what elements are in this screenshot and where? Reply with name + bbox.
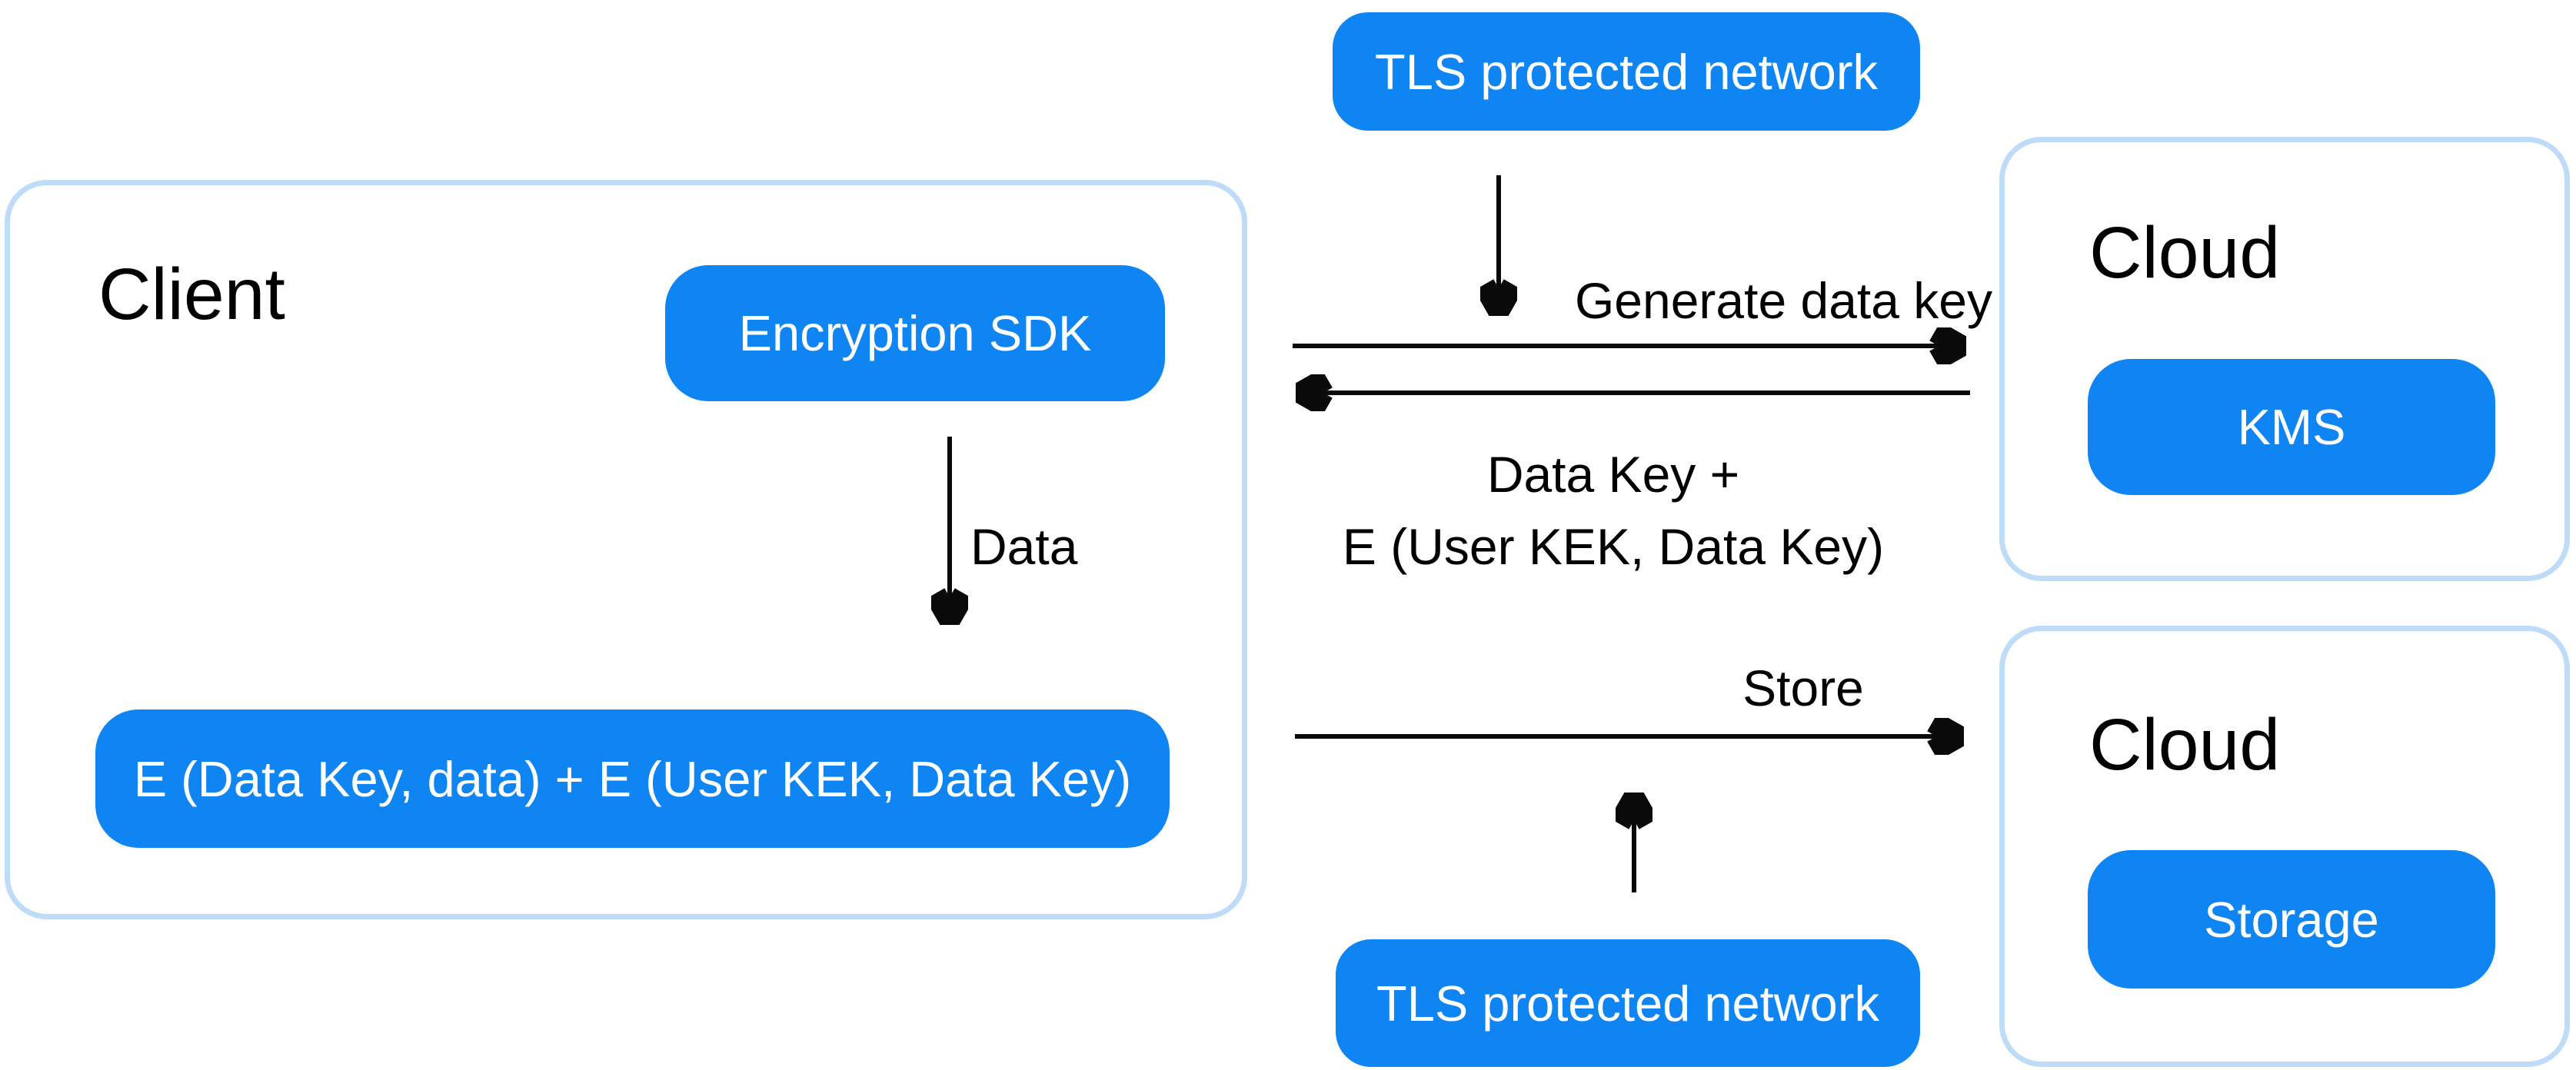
cloud-storage-box [1999, 626, 2570, 1067]
tls-protected-network-bottom-pill: TLS protected network [1336, 939, 1920, 1067]
storage-pill: Storage [2088, 850, 2495, 989]
tls-protected-network-top-pill: TLS protected network [1333, 12, 1920, 131]
store-label: Store [1742, 660, 1864, 716]
return-data-key-label-line2: E (User KEK, Data Key) [1342, 518, 1885, 575]
cloud-storage-title: Cloud [2089, 704, 2281, 786]
kms-pill: KMS [2088, 359, 2495, 495]
encrypted-payload-pill: E (Data Key, data) + E (User KEK, Data K… [95, 709, 1170, 848]
encryption-sdk-pill: Encryption SDK [665, 265, 1165, 401]
return-data-key-label-line1: Data Key + [1486, 446, 1740, 503]
cloud-kms-title: Cloud [2089, 212, 2281, 294]
data-label: Data [970, 518, 1078, 575]
return-data-key-label: Data Key + E (User KEK, Data Key) [1229, 438, 1998, 583]
generate-data-key-label: Generate data key [1574, 272, 1992, 329]
client-title: Client [98, 254, 285, 335]
